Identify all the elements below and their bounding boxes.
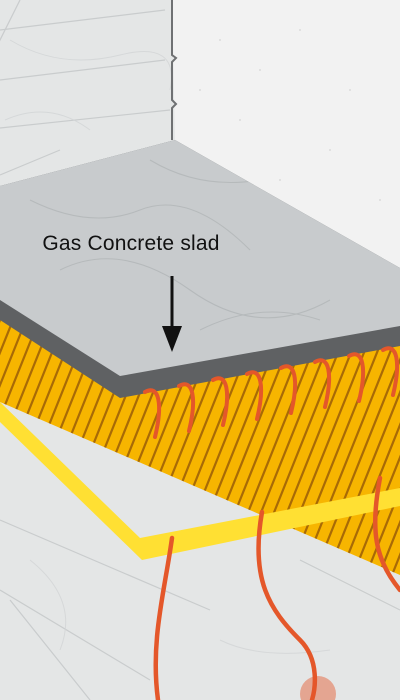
back-wall xyxy=(172,0,400,268)
floor-marble-veins xyxy=(4,39,331,654)
insulation-groove xyxy=(0,319,28,575)
heating-wire-loop xyxy=(313,358,332,409)
pointer-arrow-head xyxy=(162,326,182,352)
wall-texture xyxy=(199,29,381,201)
insulation-groove xyxy=(0,319,41,575)
heating-wire-loop xyxy=(143,388,162,439)
slab-label: Gas Concrete slad xyxy=(42,232,220,255)
heating-wires xyxy=(143,346,400,439)
concrete-slab-top xyxy=(0,140,400,376)
heating-wire-loop xyxy=(245,370,264,421)
wall-corner-edge xyxy=(171,0,178,140)
insulation-groove xyxy=(372,319,400,575)
heating-wire-loop xyxy=(347,352,366,403)
feed-wires xyxy=(153,475,400,700)
heating-glow xyxy=(300,676,336,700)
insulation-groove xyxy=(0,319,54,575)
heating-wire-loop xyxy=(177,382,196,433)
heating-wire-loop xyxy=(211,376,230,427)
concrete-marble-veins xyxy=(29,159,331,331)
heating-wire-loop xyxy=(279,364,298,415)
heating-wire-loop xyxy=(381,346,400,397)
insulation-side-edge xyxy=(0,402,400,560)
